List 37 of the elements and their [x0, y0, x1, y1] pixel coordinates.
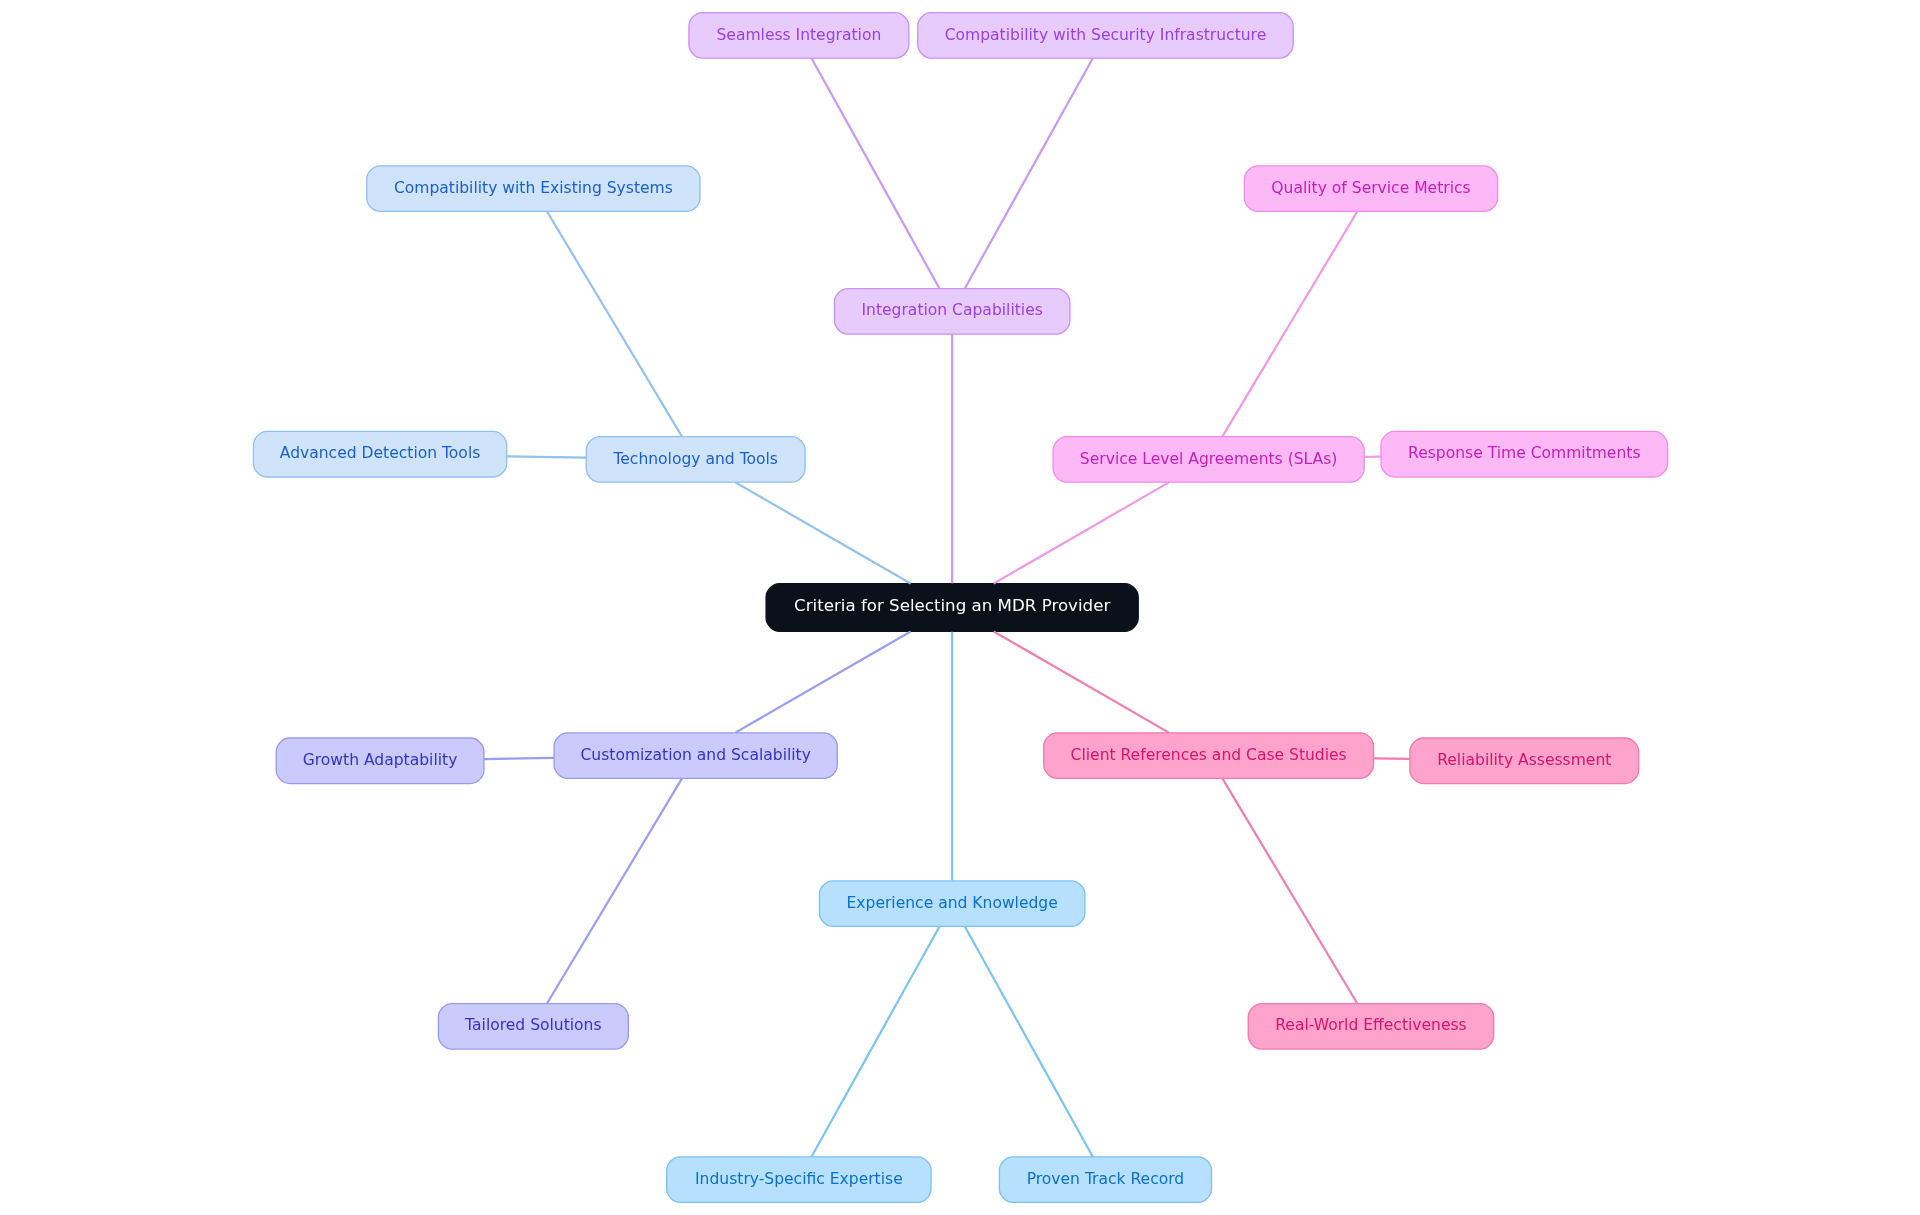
node-box: Experience and Knowledge [818, 880, 1086, 928]
node-box: Growth Adaptability [275, 737, 485, 785]
node-box: Technology and Tools [585, 436, 806, 483]
connector [506, 455, 586, 459]
node-box: Tailored Solutions [437, 1002, 629, 1050]
node-box: Service Level Agreements (SLAs) [1051, 436, 1365, 483]
node-box: Reliability Assessment [1408, 737, 1639, 785]
node-box: Customization and Scalability [552, 732, 838, 779]
connector [963, 57, 1094, 289]
node-box: Compatibility with Existing Systems [365, 165, 701, 213]
connector [545, 211, 683, 437]
node-box: Quality of Service Metrics [1243, 165, 1498, 213]
connector [1363, 455, 1381, 458]
connector [545, 778, 683, 1004]
connector [992, 630, 1169, 734]
node-box: Response Time Commitments [1379, 430, 1668, 478]
node-box: Industry-Specific Expertise [665, 1156, 932, 1204]
node-box: Advanced Detection Tools [252, 430, 507, 478]
connector [734, 481, 911, 585]
node-box: Seamless Integration [687, 11, 909, 59]
node-box: Criteria for Selecting an MDR Provider [764, 582, 1139, 633]
connector [810, 926, 940, 1158]
connector [950, 631, 953, 881]
node-box: Proven Track Record [998, 1156, 1212, 1204]
connector [810, 57, 940, 289]
node-box: Compatibility with Security Infrastructure [916, 11, 1294, 59]
connector [1373, 757, 1410, 760]
connector [1221, 778, 1358, 1004]
connector [734, 630, 911, 734]
node-box: Real-World Effectiveness [1247, 1002, 1494, 1050]
node-box: Client References and Case Studies [1042, 732, 1374, 779]
connector [950, 334, 953, 584]
connector [992, 481, 1169, 585]
connector [963, 926, 1094, 1158]
node-box: Integration Capabilities [833, 287, 1071, 335]
connector [1221, 211, 1358, 437]
connector [483, 756, 554, 761]
